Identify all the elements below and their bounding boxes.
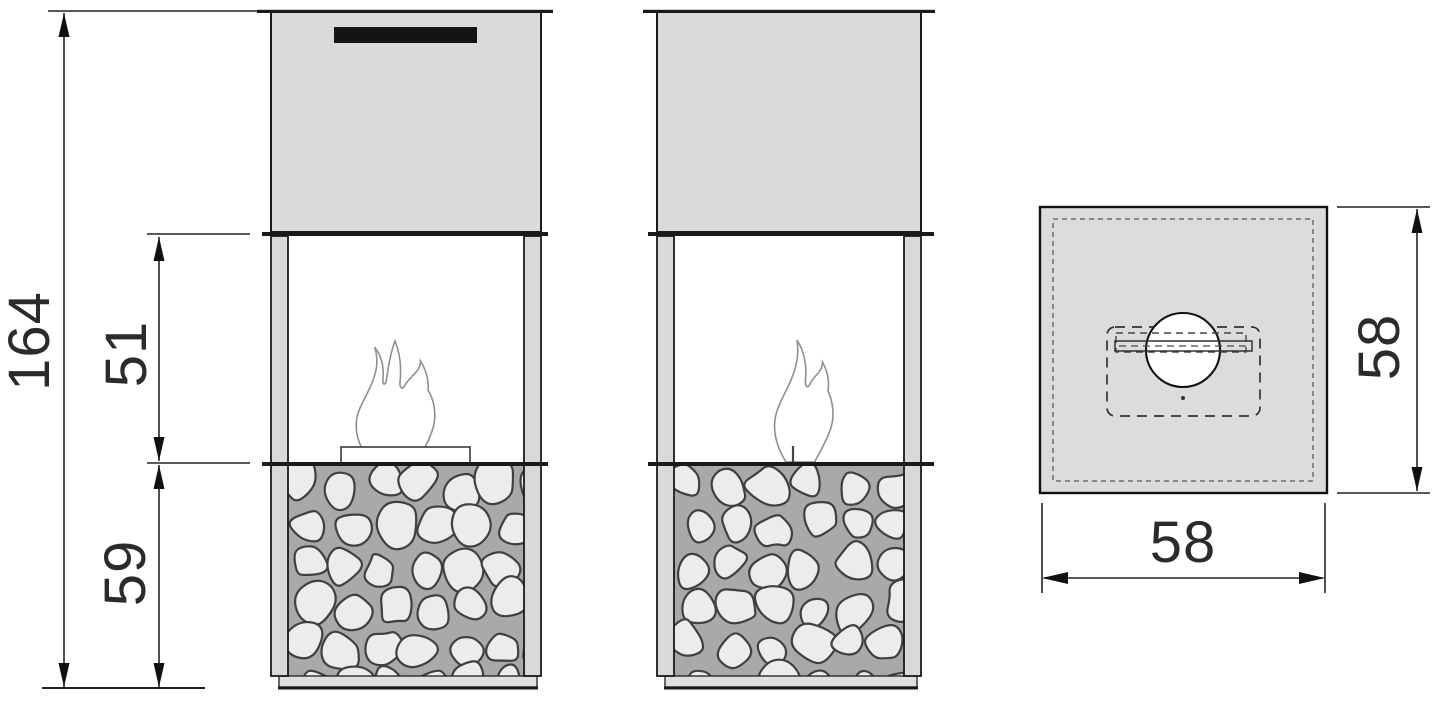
plan-view — [1038, 205, 1329, 495]
burner-front — [340, 446, 471, 464]
vent-slot — [334, 27, 477, 43]
dimension-annotations — [42, 10, 1430, 689]
plinth-base-line-front — [278, 686, 538, 690]
dim-label-total-height: 164 — [0, 291, 62, 391]
plinth-front — [278, 675, 538, 688]
hood-side — [656, 11, 922, 233]
stone-base-front — [288, 466, 524, 676]
column-left-side — [656, 235, 675, 677]
hood-front — [270, 11, 542, 233]
flame-front — [355, 338, 436, 463]
top-plate-front — [257, 9, 553, 13]
dim-label-plan-width: 58 — [1149, 510, 1217, 575]
column-left-front — [270, 235, 289, 677]
flame-side — [773, 339, 834, 463]
stone-base-side — [674, 466, 904, 676]
side-view — [643, 9, 935, 690]
frame-beam-side — [648, 232, 934, 236]
front-view — [257, 9, 553, 690]
column-right-front — [523, 235, 542, 677]
dimension-arrowheads — [58, 13, 1423, 687]
plan-inner-dashed-edge — [1052, 218, 1314, 482]
column-right-side — [903, 235, 922, 677]
dim-label-plan-depth: 58 — [1347, 313, 1412, 381]
divider-beam-front — [262, 462, 548, 466]
plan-center-mark — [1181, 396, 1185, 400]
divider-beam-side — [648, 462, 934, 466]
frame-beam-front — [262, 232, 548, 236]
top-plate-side — [643, 9, 935, 13]
plan-burner-slot — [1114, 340, 1253, 352]
plan-burner-dashed — [1115, 332, 1247, 353]
plan-flue-opening — [1144, 311, 1222, 389]
plinth-side — [664, 675, 918, 688]
dim-label-lower-section: 59 — [93, 539, 158, 607]
dim-label-middle-section: 51 — [94, 320, 159, 388]
plinth-base-line-side — [664, 686, 918, 690]
